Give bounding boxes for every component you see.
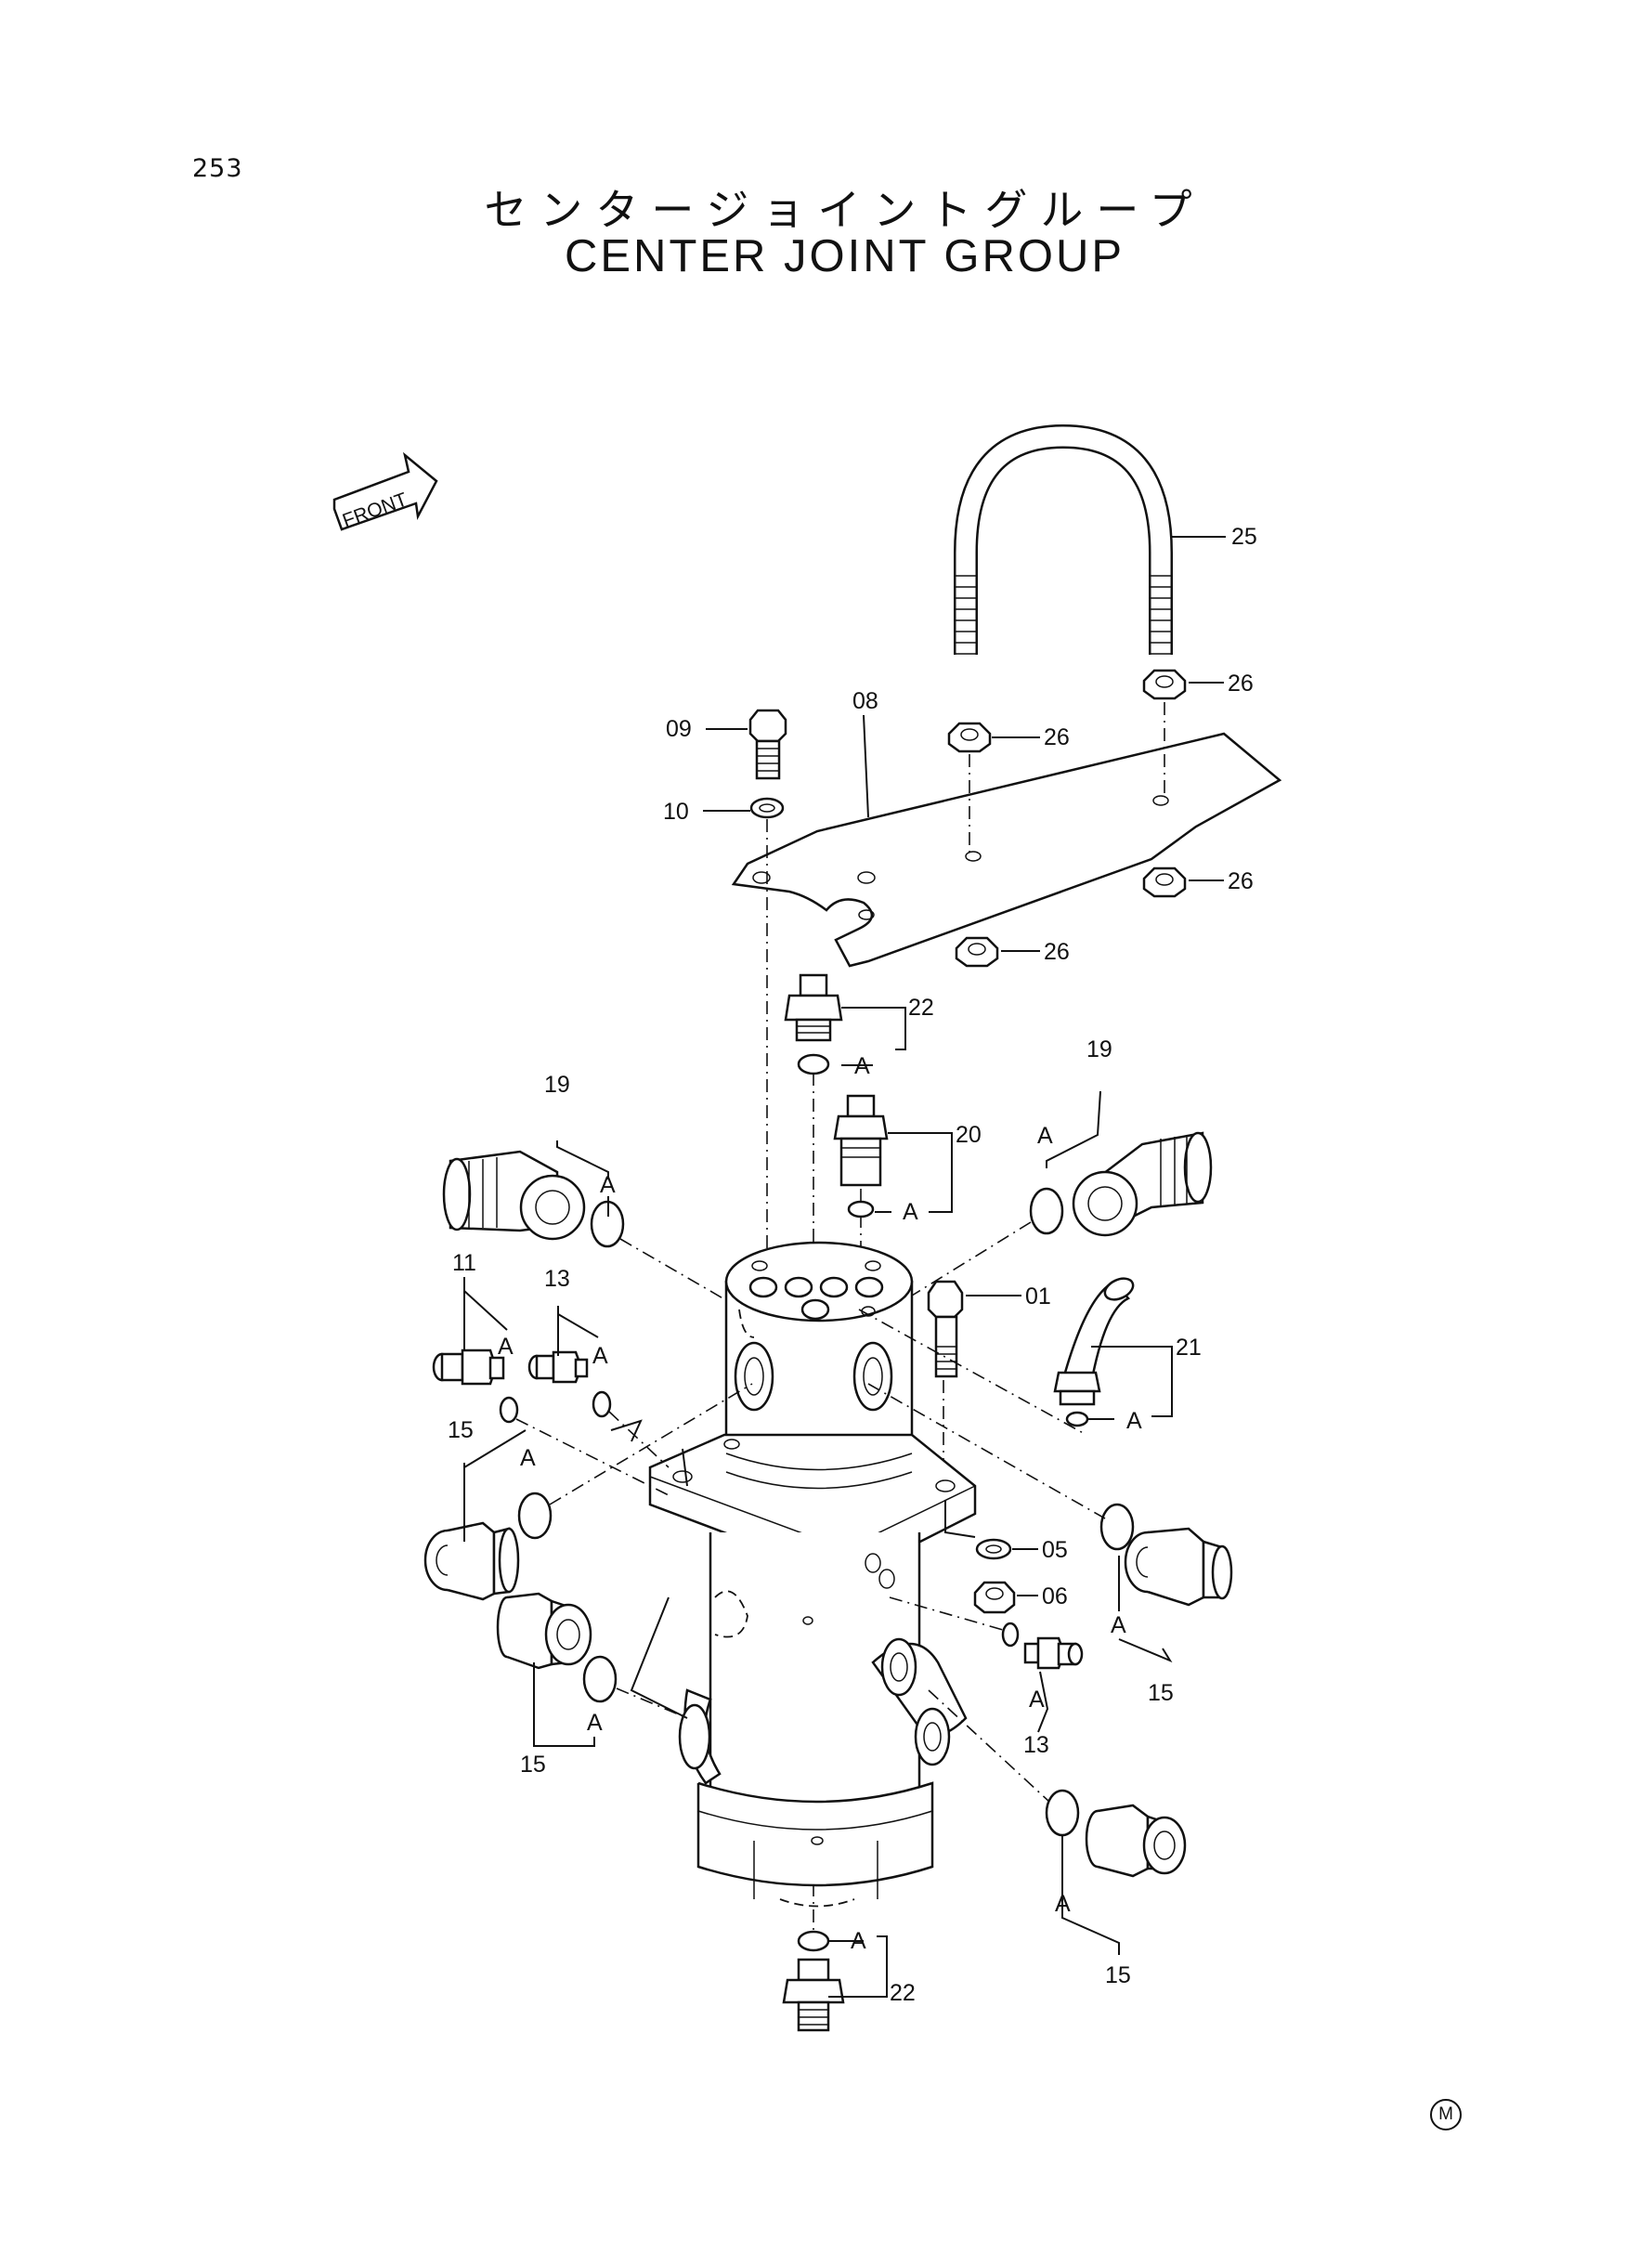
seal-ref-a: A [851, 1928, 866, 1954]
callout-26-c: 26 [1228, 868, 1254, 894]
front-arrow-icon: FRONT [332, 451, 438, 532]
o-ring-22-top [797, 1053, 830, 1075]
callout-26-a: 26 [1228, 671, 1254, 697]
seal-ref-a: A [498, 1334, 514, 1360]
callout-25: 25 [1231, 524, 1257, 550]
o-ring-15-left-upper [517, 1492, 553, 1540]
callout-26-b: 26 [1044, 724, 1070, 750]
seal-ref-a: A [903, 1199, 918, 1225]
callout-08: 08 [852, 688, 878, 714]
callout-15-left-upper: 15 [448, 1417, 474, 1443]
callout-01: 01 [1025, 1283, 1051, 1309]
o-ring-13-lower [1001, 1622, 1020, 1648]
callout-15-right-upper: 15 [1148, 1680, 1174, 1706]
seal-ref-a: A [600, 1172, 616, 1198]
fitting-20 [833, 1094, 889, 1187]
o-ring-11 [499, 1396, 519, 1424]
callout-11: 11 [452, 1250, 476, 1276]
seal-ref-a: A [1111, 1612, 1126, 1638]
connector-13-upper [527, 1350, 589, 1384]
u-bolt-25 [954, 423, 1173, 655]
seal-ref-a: A [854, 1053, 870, 1079]
seal-ref-a: A [520, 1445, 536, 1471]
title-english: CENTER JOINT GROUP [564, 231, 1125, 281]
washer-05 [975, 1538, 1012, 1560]
adapter-15-left-lower [496, 1592, 592, 1670]
callout-26-d: 26 [1044, 939, 1070, 965]
plate-08 [731, 732, 1282, 968]
callout-19-right: 19 [1086, 1036, 1112, 1062]
nut-26-lower-right [1142, 866, 1187, 898]
bolt-01 [927, 1280, 964, 1378]
o-ring-22-bottom [797, 1930, 830, 1952]
seal-ref-a: A [1037, 1123, 1053, 1149]
callout-22-bottom: 22 [890, 1980, 916, 2006]
callout-15-right-lower: 15 [1105, 1962, 1131, 1988]
o-ring-21 [1065, 1411, 1089, 1427]
adapter-15-right-lower [1085, 1804, 1187, 1878]
connector-13-lower [1023, 1636, 1084, 1670]
elbow-21 [1053, 1277, 1135, 1406]
callout-21: 21 [1176, 1335, 1202, 1361]
fitting-22-top [784, 973, 843, 1042]
bolt-09 [748, 709, 787, 780]
callout-13-upper: 13 [544, 1266, 570, 1292]
seal-ref-a: A [1126, 1408, 1142, 1434]
o-ring-15-left-lower [582, 1655, 618, 1703]
seal-reference-labels: A A A A A A A A A A A A A [498, 1053, 1142, 1954]
elbow-19-left [442, 1150, 586, 1241]
adapter-15-left-upper [423, 1521, 520, 1601]
center-joint-body [648, 1241, 977, 1908]
seal-ref-a: A [587, 1710, 603, 1736]
title-japanese: センタージョイントグループ [484, 185, 1205, 235]
assembly-lines [515, 1221, 1106, 1803]
nut-26-upper-right [1142, 669, 1187, 700]
callout-10: 10 [663, 799, 689, 825]
callout-22-top: 22 [908, 995, 934, 1021]
callout-15-left-lower: 15 [520, 1752, 546, 1778]
fitting-22-bottom [782, 1958, 845, 2032]
washer-10 [749, 797, 785, 819]
callout-labels: 25 26 09 08 26 10 26 26 22 19 20 19 11 1… [448, 524, 1257, 2006]
callout-13-lower: 13 [1023, 1732, 1049, 1758]
connector-11 [432, 1348, 505, 1386]
o-ring-13-upper [592, 1390, 612, 1418]
seal-ref-a: A [1029, 1687, 1045, 1713]
elbow-19-right [1072, 1131, 1213, 1237]
seal-ref-a: A [1055, 1891, 1071, 1917]
callout-06: 06 [1042, 1583, 1068, 1609]
model-mark: M [1430, 2099, 1462, 2130]
callout-05: 05 [1042, 1537, 1068, 1563]
nut-06 [973, 1581, 1016, 1614]
o-ring-19-right [1029, 1187, 1064, 1235]
o-ring-20 [847, 1200, 875, 1218]
callout-19-left: 19 [544, 1072, 570, 1098]
page-number: 253 [192, 154, 243, 183]
callout-09: 09 [666, 716, 692, 742]
nut-26-upper-left [947, 722, 992, 753]
seal-ref-a: A [592, 1343, 608, 1369]
leader-lines [463, 536, 1226, 1998]
callout-20: 20 [956, 1122, 982, 1148]
o-ring-15-right-lower [1045, 1789, 1080, 1837]
o-ring-15-right-upper [1099, 1503, 1135, 1551]
nut-26-lower-left [955, 936, 999, 968]
adapter-15-right-upper [1124, 1527, 1233, 1607]
